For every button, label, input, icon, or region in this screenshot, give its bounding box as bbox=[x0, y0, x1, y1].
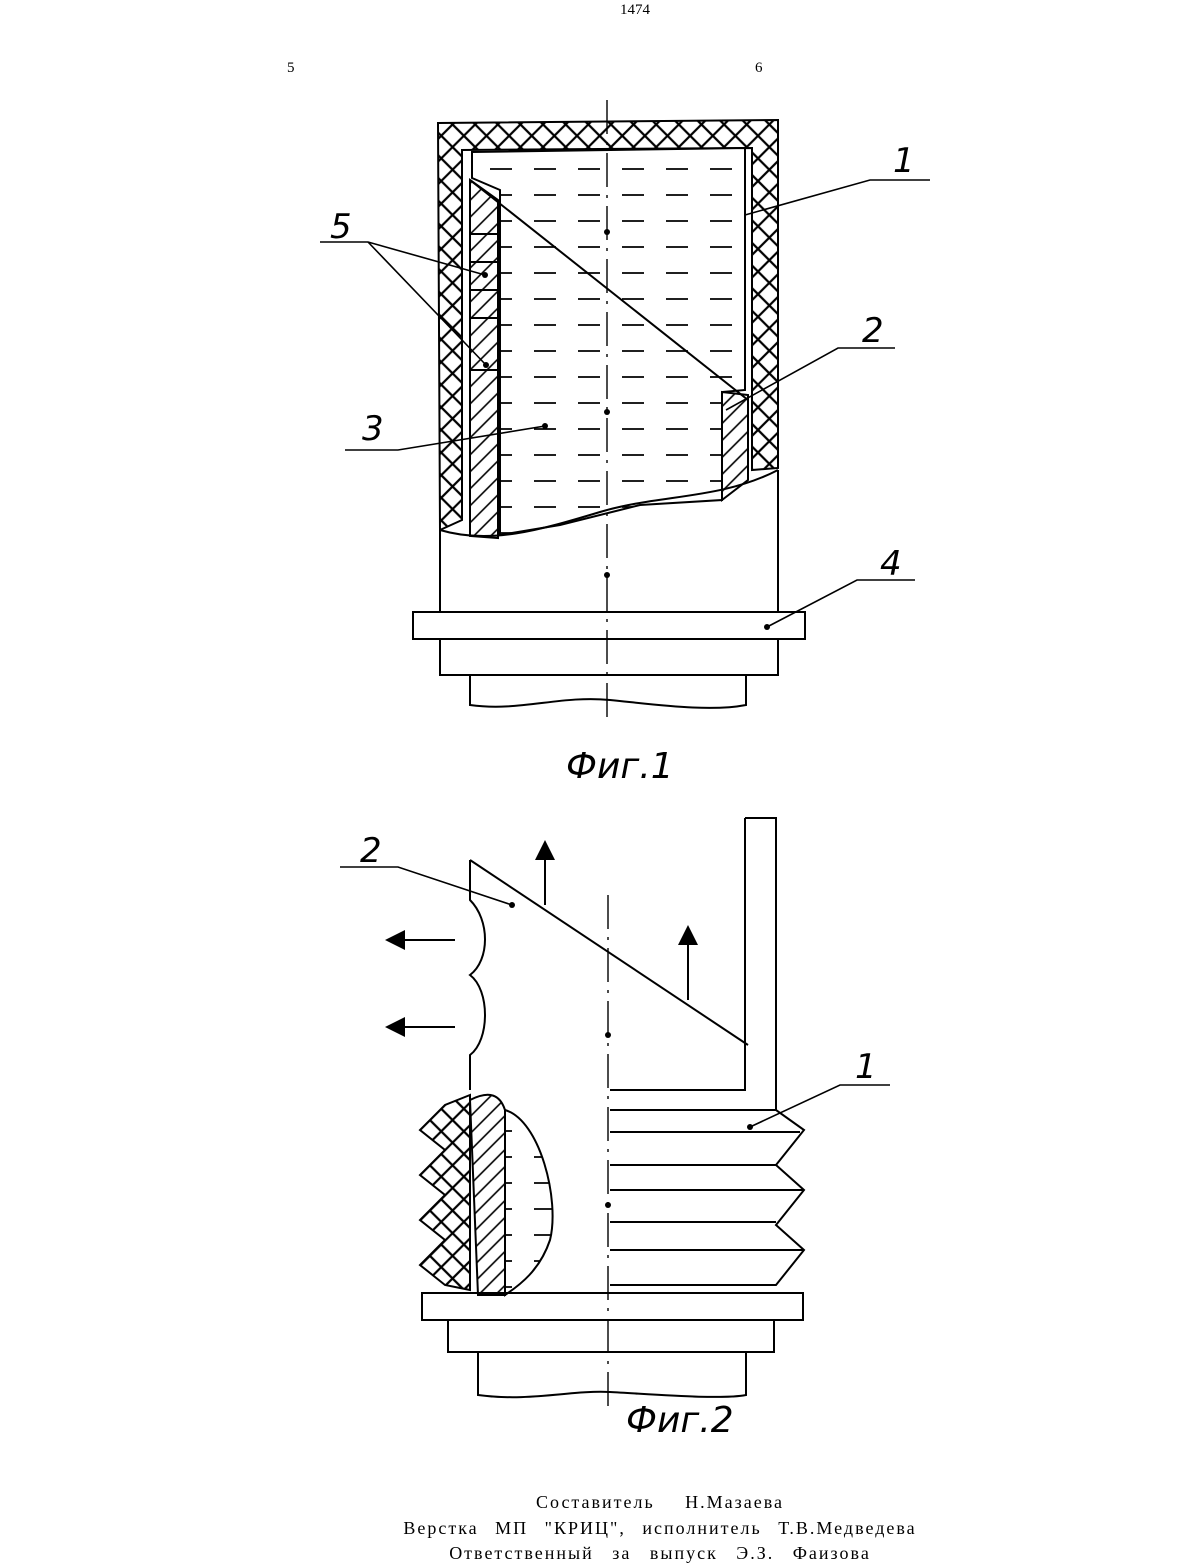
fig2-caption: Фиг.2 bbox=[626, 1400, 734, 1441]
fig1-flange bbox=[413, 612, 805, 639]
fig1-caption: Фиг.1 bbox=[566, 746, 674, 787]
fig1-label-1: 1 bbox=[893, 141, 915, 181]
figure-2 bbox=[340, 818, 890, 1410]
fig2-label-2: 2 bbox=[360, 831, 382, 871]
fig1-label-4: 4 bbox=[880, 544, 902, 584]
fig1-liquid bbox=[472, 148, 745, 535]
footer-responsible: Ответственный за выпуск Э.З. Фаизова bbox=[0, 1543, 1203, 1564]
footer-layout: Верстка МП "КРИЦ", исполнитель Т.В.Медве… bbox=[0, 1518, 1203, 1539]
fig1-label-2: 2 bbox=[862, 311, 884, 351]
fig2-label-1: 1 bbox=[855, 1047, 877, 1087]
figure-1 bbox=[320, 100, 930, 720]
fig2-bellows bbox=[610, 1110, 804, 1285]
fig1-label-3: 3 bbox=[362, 409, 384, 449]
footer-compiler: Составитель Н.Мазаева bbox=[0, 1492, 1203, 1513]
fig1-label-5: 5 bbox=[330, 207, 352, 247]
